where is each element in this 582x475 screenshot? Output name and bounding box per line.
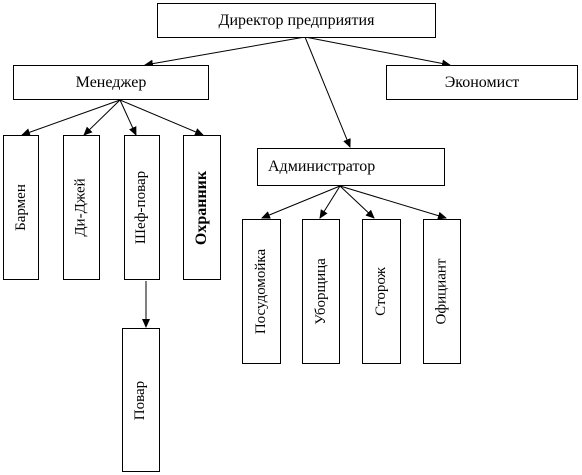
- edge-director-manager: [144, 36, 306, 68]
- node-economist: Экономист: [386, 65, 578, 100]
- node-chef-label: Шеф-повар: [133, 170, 150, 245]
- edge-director-administrator: [304, 36, 351, 148]
- node-dj: Ди-Джей: [63, 135, 100, 280]
- node-barman: Бармен: [3, 135, 39, 280]
- node-watchman: Сторож: [362, 219, 401, 364]
- node-director-label: Директор предприятия: [218, 11, 375, 29]
- edge-director-economist: [304, 36, 451, 68]
- node-cleaner: Уборщица: [302, 219, 340, 364]
- node-dishwasher-label: Посудомойка: [253, 248, 269, 335]
- node-guard: Охранник: [183, 135, 221, 280]
- edge-manager-guard: [119, 99, 204, 136]
- node-cleaner-label: Уборщица: [312, 258, 329, 325]
- edge-manager-barman: [21, 99, 121, 137]
- node-waiter: Официант: [423, 219, 461, 364]
- node-director: Директор предприятия: [157, 3, 436, 38]
- edge-administrator-watchman: [339, 185, 375, 219]
- node-administrator: Администратор: [257, 148, 445, 186]
- node-dj-label: Ди-Джей: [73, 178, 89, 237]
- edge-administrator-cleaner: [319, 185, 341, 219]
- node-administrator-label: Администратор: [268, 158, 376, 175]
- node-waiter-label: Официант: [433, 258, 450, 325]
- edge-administrator-waiter: [339, 185, 447, 220]
- node-dishwasher: Посудомойка: [242, 219, 281, 364]
- edge-administrator-dishwasher: [261, 185, 341, 219]
- node-cook-label: Повар: [132, 380, 149, 420]
- node-manager-label: Менеджер: [75, 73, 147, 91]
- node-chef: Шеф-повар: [124, 135, 160, 280]
- node-cook: Повар: [122, 328, 160, 472]
- node-economist-label: Экономист: [444, 73, 520, 91]
- edge-manager-dj: [83, 99, 121, 136]
- node-watchman-label: Сторож: [373, 267, 389, 316]
- edge-manager-chef: [119, 99, 137, 136]
- node-barman-label: Бармен: [12, 184, 29, 231]
- node-manager: Менеджер: [13, 65, 209, 100]
- node-guard-label: Охранник: [193, 170, 210, 245]
